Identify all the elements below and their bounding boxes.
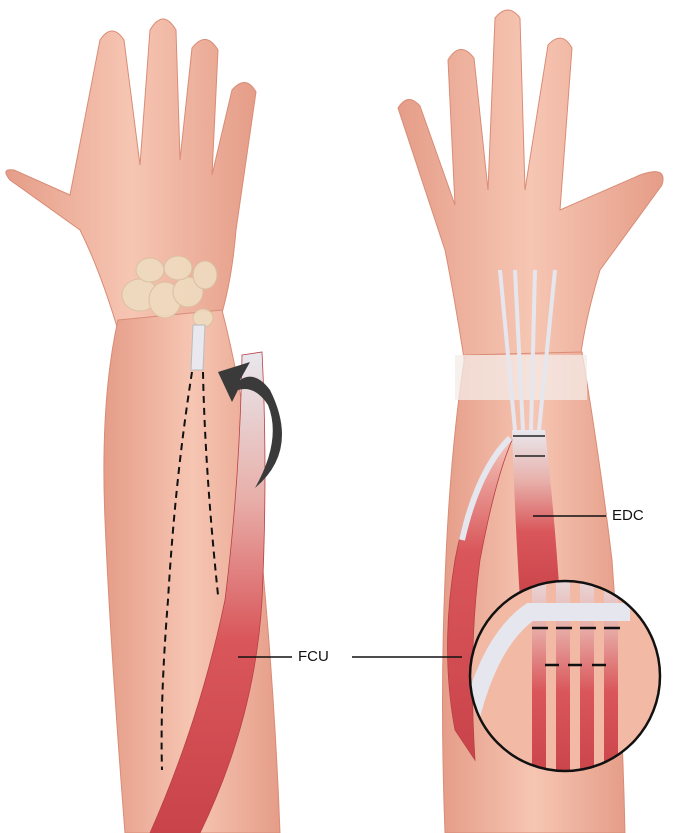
incision-dashed-line-2 [202, 371, 219, 596]
fcu-label: FCU [298, 648, 329, 665]
edc-label: EDC [612, 507, 644, 524]
incision-dashed-line-1 [160, 371, 193, 771]
left-arm-palmar-view [5, 18, 282, 833]
transferred-fcu-tendon [459, 435, 513, 541]
edc-tendons [498, 269, 557, 431]
left-hand [5, 18, 257, 331]
rotation-arrow-icon [218, 362, 282, 488]
inset-sutures [532, 626, 620, 667]
right-hand [397, 9, 664, 366]
pulvertaft-weaves [513, 435, 545, 457]
edc-muscle [512, 430, 560, 600]
carpal-bones [121, 255, 218, 328]
fcu-muscle [149, 351, 266, 833]
magnified-inset [468, 579, 662, 773]
inset-fcu-tendon [470, 603, 630, 723]
fcu-tendon-stump [190, 324, 206, 371]
